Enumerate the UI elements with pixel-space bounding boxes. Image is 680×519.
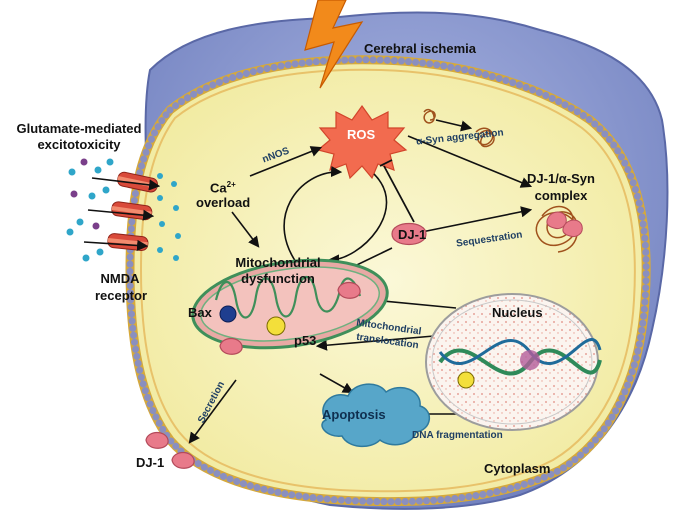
ca-overload-label: Ca2+ [210,180,236,196]
overload-label: overload [196,195,251,210]
complex-dj1-proteins [546,211,583,237]
nucleus [425,293,602,431]
glutamate-label-line1: Glutamate-mediated [16,121,142,136]
apoptosis-label: Apoptosis [322,407,386,422]
glutamate-label-line2: excitotoxicity [37,137,121,152]
dj1-secreted-label: DJ-1 [136,455,165,470]
glutamate-molecules [66,158,181,262]
nmda-label-line2: receptor [94,288,148,303]
p53-protein-nucleus [457,371,475,389]
mito-dysfunction-label-line2: dysfunction [241,271,315,286]
bax-protein [219,305,237,323]
mito-dysfunction-label-line1: Mitochondrial [235,255,321,270]
p53-protein [266,316,286,336]
apoptosis-cloud [321,383,430,448]
ros-label: ROS [347,127,376,142]
cytoplasm-label: Cytoplasm [484,461,551,476]
complex-label-line2: complex [534,188,588,203]
cerebral-ischemia-label: Cerebral ischemia [364,41,477,56]
nmda-receptors [83,171,161,252]
complex-label-line1: DJ-1/α-Syn [527,171,595,186]
p53-label: p53 [294,333,317,348]
ca-superscript: 2+ [226,180,236,189]
dna-fragmentation-label: DNA fragmentation [412,430,503,441]
mitochondrion [191,258,389,350]
ca-label: Ca [210,180,227,196]
nucleus-label: Nucleus [492,305,543,320]
nmda-label-line1: NMDA [100,271,140,286]
bax-label: Bax [188,305,212,320]
dj1-center-label: DJ-1 [398,227,427,242]
ros-burst-icon [316,104,408,180]
lightning-bolt-icon [304,0,364,89]
